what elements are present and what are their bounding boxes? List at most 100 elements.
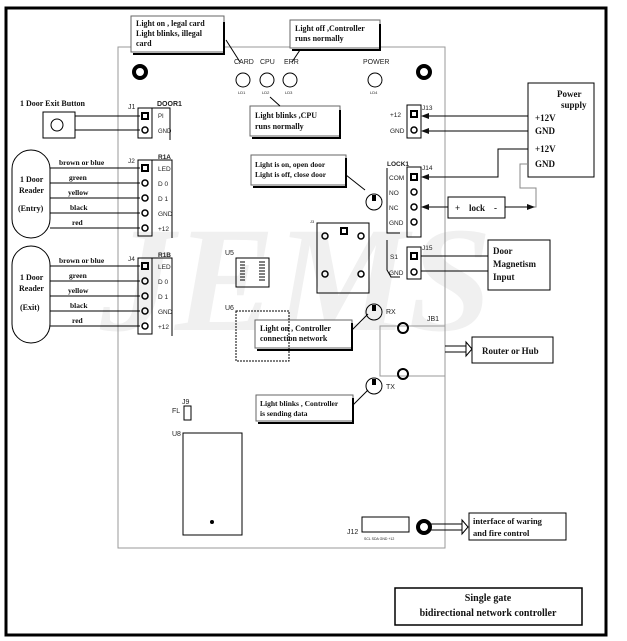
- power-wires: [421, 113, 537, 208]
- svg-text:DOOR1: DOOR1: [157, 101, 182, 108]
- svg-text:Light blinks, illegal: Light blinks, illegal: [136, 29, 203, 38]
- svg-text:runs normally: runs normally: [255, 122, 304, 131]
- reader-entry-wires: brown or blue green yellow black red: [50, 158, 140, 229]
- svg-text:yellow: yellow: [68, 286, 89, 295]
- outer-frame: [4, 6, 608, 637]
- svg-text:LD3: LD3: [285, 90, 293, 95]
- svg-text:green: green: [69, 271, 88, 280]
- svg-text:Light off ,Controller: Light off ,Controller: [295, 24, 365, 33]
- reader-entry: 1 Door Reader (Entry): [11, 149, 51, 239]
- rx-led: RX: [365, 303, 396, 321]
- svg-text:LED: LED: [158, 264, 171, 271]
- svg-text:1 Door: 1 Door: [20, 175, 44, 184]
- svg-text:RX: RX: [386, 309, 396, 316]
- svg-text:Input: Input: [493, 272, 515, 282]
- router-hub-box: Router or Hub: [471, 336, 554, 364]
- svg-text:CPU: CPU: [260, 59, 275, 66]
- chip-u5: U5: [225, 250, 270, 288]
- svg-text:SCL SDA GND +12: SCL SDA GND +12: [364, 537, 394, 541]
- svg-text:Magnetism: Magnetism: [493, 259, 536, 269]
- svg-text:D 1: D 1: [158, 294, 169, 301]
- svg-text:black: black: [70, 203, 88, 212]
- svg-text:J4: J4: [128, 256, 135, 263]
- connector-j4: J4 R1B LED D 0 D 1 GND +12: [128, 252, 173, 336]
- connector-j15: J15 S1 GND: [386, 240, 488, 280]
- tx-led: TX: [365, 377, 395, 395]
- svg-text:+12: +12: [158, 324, 169, 331]
- svg-text:runs normally: runs normally: [295, 34, 344, 43]
- door-magnetism-box: Door Magnetism Input: [487, 239, 551, 291]
- svg-text:+: +: [455, 203, 460, 213]
- svg-text:LED: LED: [158, 166, 171, 173]
- svg-text:-: -: [494, 203, 497, 213]
- svg-text:red: red: [72, 316, 84, 325]
- svg-text:Light on , Controller: Light on , Controller: [260, 324, 331, 333]
- svg-text:LD2: LD2: [262, 90, 270, 95]
- svg-text:S1: S1: [390, 254, 398, 261]
- svg-text:GND: GND: [535, 159, 556, 169]
- svg-text:green: green: [69, 173, 88, 182]
- svg-text:bidirectional network controll: bidirectional network controller: [420, 608, 557, 619]
- chip-u8: U8: [172, 431, 243, 536]
- svg-text:1 Door: 1 Door: [20, 273, 44, 282]
- callout-err: Light off ,Controller runs normally: [289, 19, 381, 63]
- callout-rx: Light on , Controller connection network: [254, 313, 369, 351]
- svg-text:LOCK1: LOCK1: [387, 161, 409, 168]
- svg-text:black: black: [70, 301, 88, 310]
- svg-text:+12: +12: [390, 112, 401, 119]
- svg-text:GND: GND: [158, 211, 173, 218]
- svg-text:D 1: D 1: [158, 196, 169, 203]
- svg-text:PI: PI: [158, 114, 164, 120]
- svg-text:1 Door Exit Button: 1 Door Exit Button: [20, 99, 86, 108]
- svg-text:GND: GND: [535, 126, 556, 136]
- svg-text:connection network: connection network: [260, 334, 328, 343]
- svg-text:COM: COM: [389, 175, 404, 182]
- svg-text:Power: Power: [557, 89, 582, 99]
- svg-text:POWER: POWER: [363, 59, 389, 66]
- svg-text:JB1: JB1: [427, 316, 439, 323]
- svg-text:lock: lock: [469, 203, 485, 213]
- svg-text:Light is on, open door: Light is on, open door: [255, 160, 326, 169]
- door-led: [365, 193, 383, 211]
- svg-text:NC: NC: [389, 205, 399, 212]
- connector-j12: J12 SCL SDA GND +12: [347, 516, 469, 541]
- svg-text:Reader: Reader: [19, 186, 44, 195]
- svg-text:J3: J3: [310, 219, 315, 224]
- svg-text:NO: NO: [389, 190, 399, 197]
- reader-exit: 1 Door Reader (Exit): [11, 245, 51, 344]
- svg-text:U8: U8: [172, 431, 181, 438]
- svg-text:R1A: R1A: [158, 154, 171, 161]
- svg-text:J15: J15: [422, 245, 433, 252]
- svg-text:LD1: LD1: [238, 90, 246, 95]
- svg-text:CARD: CARD: [234, 59, 254, 66]
- power-supply: Power supply +12V GND +12V GND: [527, 82, 595, 178]
- svg-text:Light blinks , Controller: Light blinks , Controller: [260, 399, 339, 408]
- svg-text:GND: GND: [390, 128, 405, 135]
- svg-text:interface of waring: interface of waring: [473, 516, 543, 526]
- chip-u6: U6: [225, 305, 290, 362]
- svg-text:+12V: +12V: [535, 113, 556, 123]
- svg-text:card: card: [136, 39, 152, 48]
- rj45-jb1: JB1: [379, 316, 473, 380]
- svg-text:ERR: ERR: [284, 59, 299, 66]
- svg-text:J1: J1: [128, 104, 136, 111]
- svg-text:J12: J12: [347, 529, 358, 536]
- svg-text:J2: J2: [128, 158, 135, 165]
- callout-cpu: Light blinks ,CPU runs normally: [249, 96, 341, 139]
- pcb-board: [117, 46, 446, 549]
- reader-exit-wires: brown or blue green yellow black red: [50, 256, 140, 327]
- svg-text:J13: J13: [422, 105, 433, 112]
- callout-tx: Light blinks , Controller is sending dat…: [255, 389, 369, 424]
- relay-j3: J3: [310, 219, 370, 294]
- svg-text:red: red: [72, 218, 84, 227]
- svg-text:(Exit): (Exit): [20, 303, 40, 312]
- svg-text:+12V: +12V: [535, 144, 556, 154]
- diagram-title: Single gate bidirectional network contro…: [394, 587, 583, 626]
- svg-text:U5: U5: [225, 250, 234, 257]
- svg-text:is sending data: is sending data: [260, 409, 308, 418]
- svg-text:J9: J9: [182, 399, 190, 406]
- callout-card: Light on , legal card Light blinks, ille…: [130, 15, 241, 63]
- svg-text:Door: Door: [493, 246, 513, 256]
- fire-control-box: interface of waring and fire control: [468, 512, 567, 541]
